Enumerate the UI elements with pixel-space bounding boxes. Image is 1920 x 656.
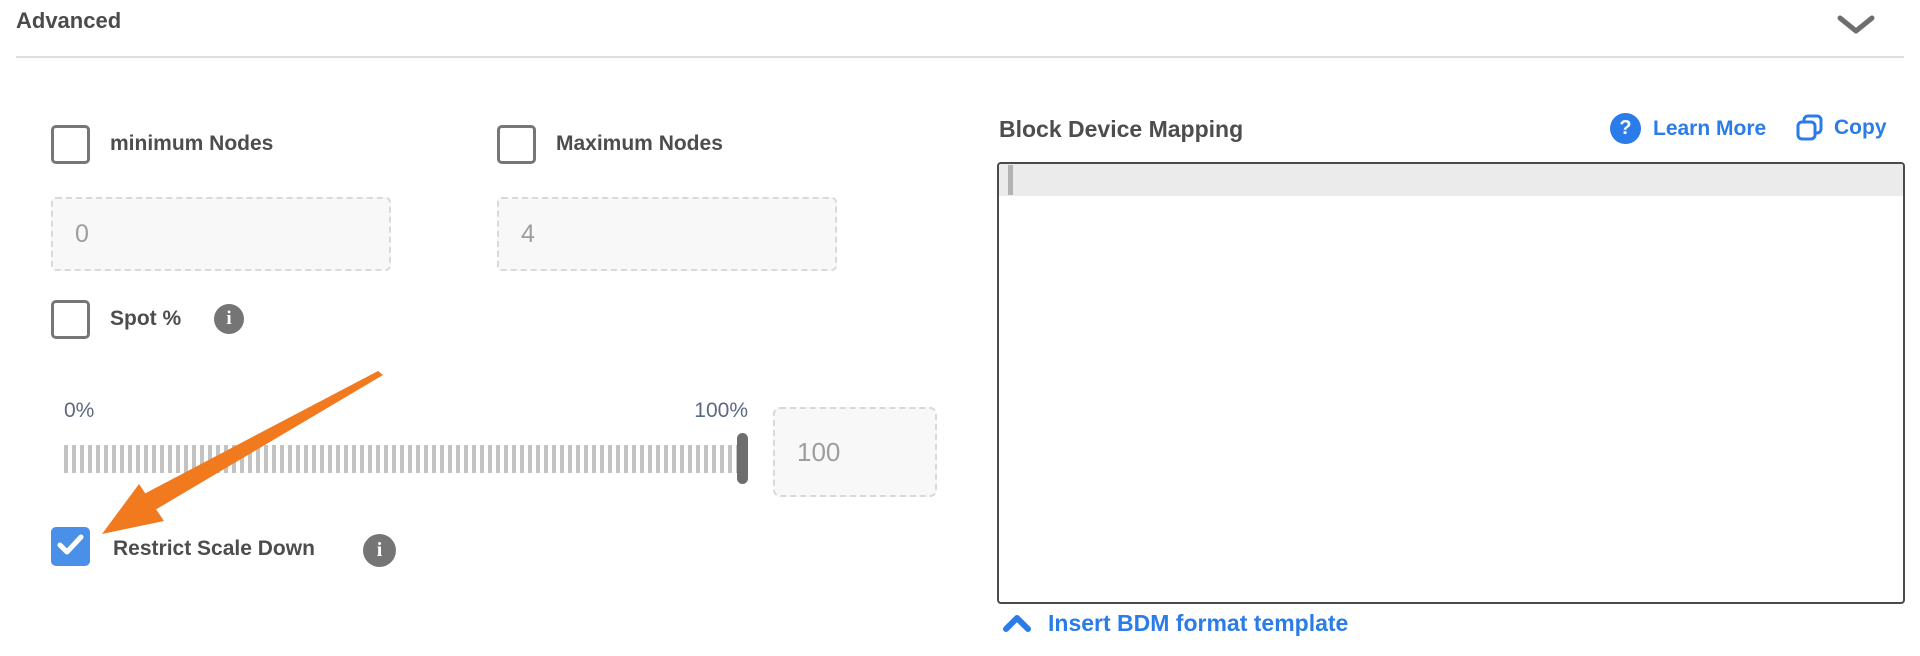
editor-active-line: [999, 164, 1903, 196]
slider-max-label: 100%: [694, 399, 748, 422]
learn-more-label: Learn More: [1653, 116, 1767, 140]
spot-percent-slider-track[interactable]: [64, 445, 740, 473]
section-title-advanced: Advanced: [16, 8, 122, 33]
editor-caret: [1008, 165, 1013, 195]
learn-more-link[interactable]: ? Learn More: [1610, 113, 1766, 144]
restrict-scale-down-label: Restrict Scale Down: [113, 537, 315, 560]
maximum-nodes-checkbox[interactable]: [497, 125, 536, 164]
copy-label: Copy: [1834, 116, 1887, 139]
copy-button[interactable]: Copy: [1795, 113, 1887, 143]
minimum-nodes-label: minimum Nodes: [110, 132, 274, 155]
chevron-up-icon: [1002, 613, 1032, 634]
checkmark-icon: [57, 534, 84, 560]
bdm-editor[interactable]: [997, 162, 1905, 604]
bdm-title: Block Device Mapping: [999, 116, 1244, 142]
maximum-nodes-label: Maximum Nodes: [556, 132, 723, 155]
insert-bdm-template-link[interactable]: Insert BDM format template: [1002, 610, 1348, 637]
spot-percent-label: Spot %: [110, 307, 182, 330]
collapse-section-button[interactable]: [1832, 8, 1880, 44]
slider-min-label: 0%: [64, 399, 95, 422]
spot-percent-checkbox[interactable]: [51, 300, 90, 339]
section-divider: [16, 56, 1904, 58]
restrict-scale-down-checkbox[interactable]: [51, 527, 90, 566]
minimum-nodes-input[interactable]: [51, 197, 391, 271]
copy-icon: [1795, 113, 1825, 143]
info-icon[interactable]: i: [363, 534, 396, 567]
spot-percent-input[interactable]: [773, 407, 937, 497]
maximum-nodes-input[interactable]: [497, 197, 837, 271]
help-icon: ?: [1610, 113, 1641, 144]
minimum-nodes-checkbox[interactable]: [51, 125, 90, 164]
insert-bdm-template-label: Insert BDM format template: [1048, 610, 1349, 636]
chevron-down-icon: [1837, 15, 1875, 38]
spot-percent-slider-handle[interactable]: [737, 433, 748, 484]
info-icon[interactable]: i: [214, 304, 244, 334]
